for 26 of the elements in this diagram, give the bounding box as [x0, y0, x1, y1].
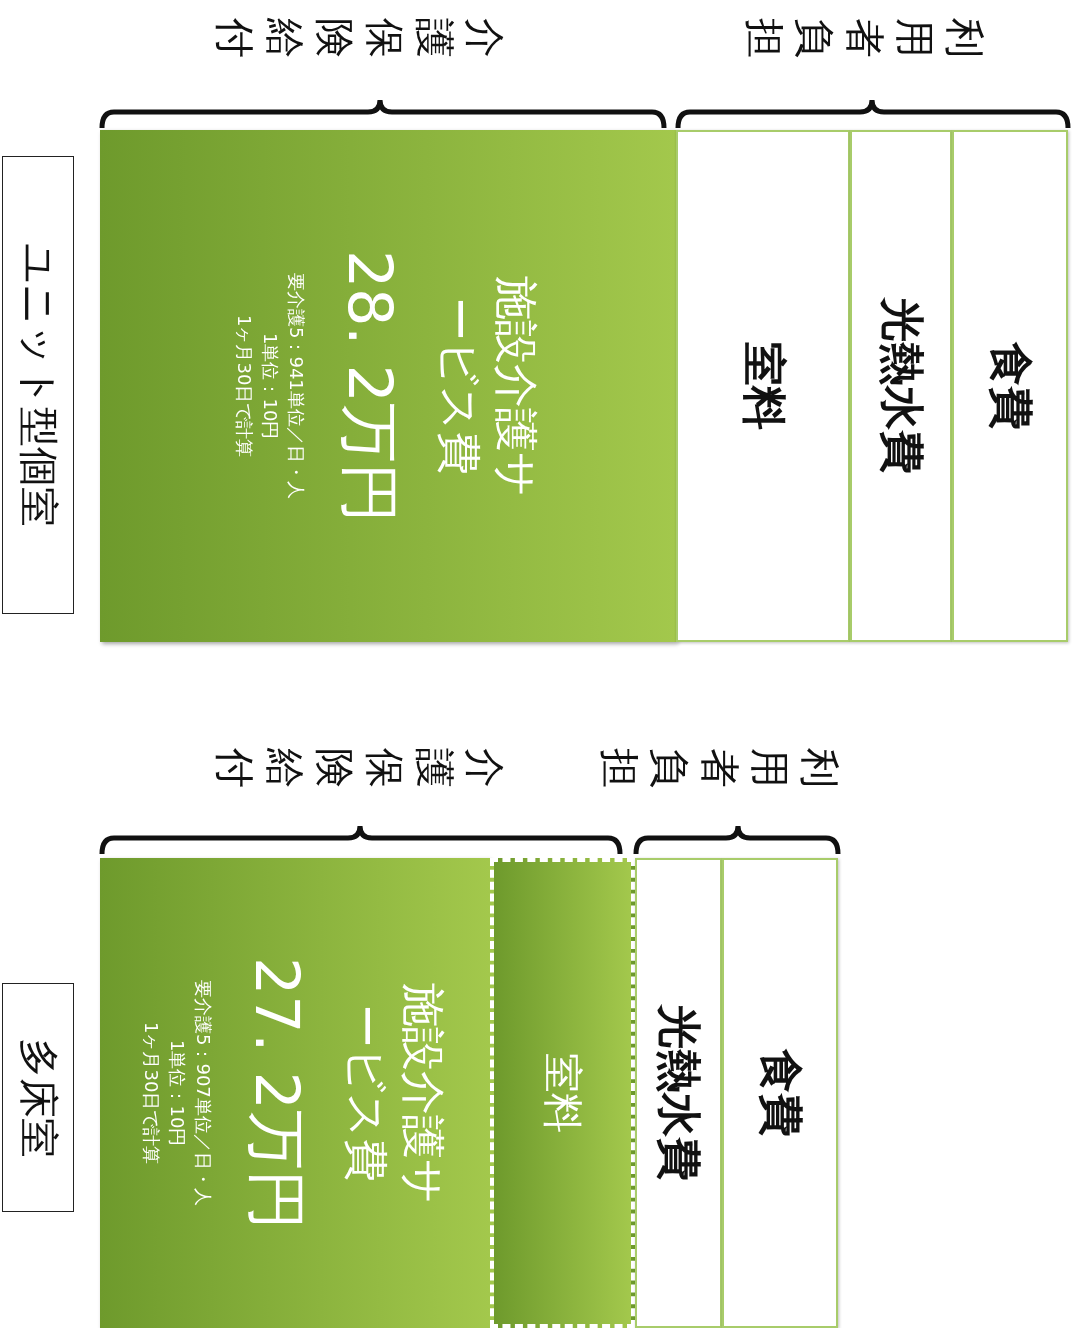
bar-segment — [100, 130, 676, 642]
brace-label: 利用者負担 — [741, 17, 989, 60]
room-type-label: ユニット型個室 — [2, 156, 74, 614]
bar-segment — [952, 130, 1068, 642]
bar-segment — [850, 130, 952, 642]
segment-label: 室料 — [539, 1053, 587, 1133]
segment-label: 室料 — [737, 342, 791, 430]
calculation-note: 要介護5：941単位／日・人 1単位：10円 1ヶ月30日で計算 — [232, 273, 308, 499]
bar-segment — [100, 858, 490, 1328]
service-fee-title: 施設介護サービス費 — [340, 981, 451, 1206]
segment-label: 光熱水費 — [875, 298, 929, 474]
room-type-label: 多床室 — [2, 983, 74, 1212]
brace-label: 介護保険給付 — [211, 747, 509, 790]
brace-label: 利用者負担 — [596, 747, 844, 790]
amount-text: 27. 2万円 — [243, 956, 310, 1230]
bar-segment — [722, 858, 838, 1328]
bar-segment — [490, 858, 635, 1328]
calculation-note: 要介護5：907単位／日・人 1単位：10円 1ヶ月30日で計算 — [139, 980, 215, 1206]
service-fee-title: 施設介護サービス費 — [433, 274, 544, 499]
bar-segment — [635, 858, 722, 1328]
brace-label: 介護保険給付 — [211, 17, 509, 60]
segment-label: 食費 — [984, 342, 1038, 430]
segment-label: 光熱水費 — [653, 1005, 706, 1181]
segment-label: 食費 — [754, 1049, 808, 1137]
amount-text: 28. 2万円 — [336, 249, 403, 523]
bar-segment — [676, 130, 850, 642]
